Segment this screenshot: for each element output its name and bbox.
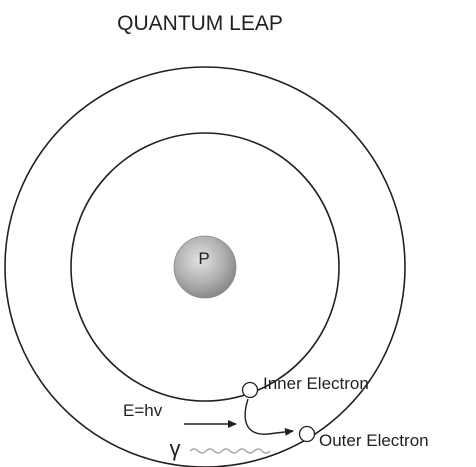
- energy-label: E=hv: [123, 401, 163, 420]
- inner-electron: [241, 381, 259, 399]
- outer-orbit: [4, 66, 406, 467]
- transition-arrow: [244, 398, 294, 436]
- nucleus-label: P: [198, 249, 209, 268]
- photon-symbol: γ: [170, 436, 181, 461]
- outer-electron-label: Outer Electron: [319, 431, 429, 450]
- inner-electron-label: Inner Electron: [263, 374, 369, 393]
- photon-wave: [189, 448, 271, 454]
- outer-electron: [298, 425, 316, 443]
- diagram-title: QUANTUM LEAP: [117, 12, 283, 35]
- inner-orbit: [70, 132, 340, 402]
- nucleus: [173, 235, 237, 299]
